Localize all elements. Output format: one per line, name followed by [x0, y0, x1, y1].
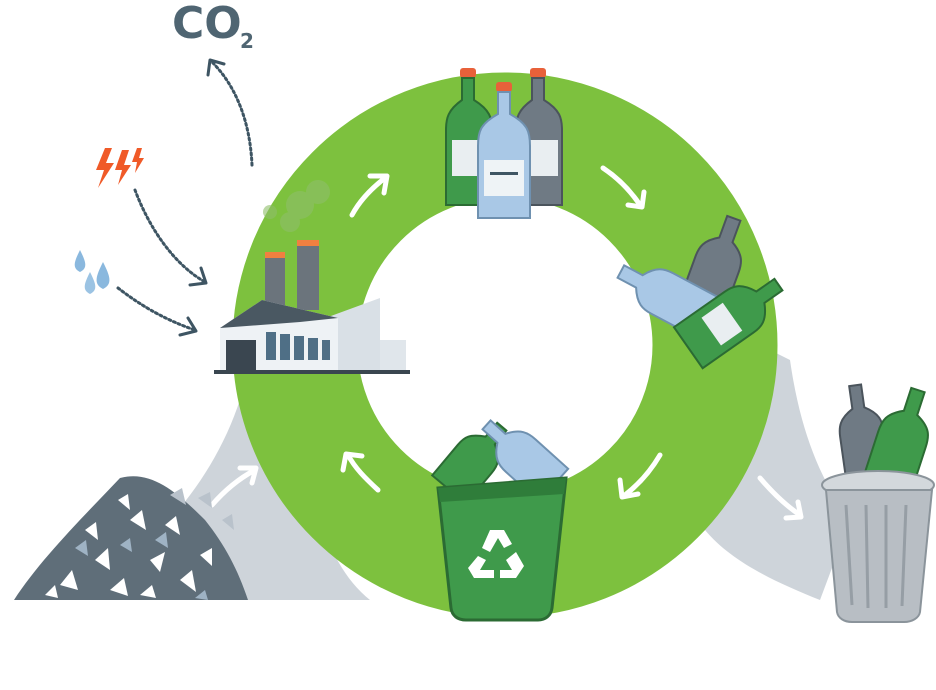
recycle-symbol-icon	[468, 530, 524, 578]
co2-icon: CO 2	[172, 0, 254, 53]
factory-icon	[214, 180, 410, 374]
cycle-arrow-icon	[340, 451, 381, 493]
cycle-arrow-icon	[349, 173, 390, 218]
flow-arrow-icon	[209, 465, 259, 508]
emission-arrow-icon	[206, 58, 254, 167]
trash-can-icon	[821, 383, 935, 623]
water-arrow-icon	[116, 286, 198, 337]
new-bottles-icon	[445, 68, 563, 219]
recycling-bin-icon	[430, 419, 570, 622]
cullet-pile-icon	[14, 476, 248, 600]
co2-subscript: 2	[240, 29, 254, 53]
cycle-arrow-icon	[617, 452, 663, 500]
electricity-icon	[96, 148, 144, 188]
cycle-arrow-icon	[600, 165, 647, 210]
water-drops-icon	[74, 250, 110, 294]
bottle-blue	[477, 82, 531, 219]
energy-arrow-icon	[133, 188, 208, 287]
co2-label: CO	[172, 0, 242, 49]
used-bottles-icon	[616, 214, 784, 370]
bottle-green	[672, 277, 784, 370]
flow-arrow-icon	[757, 475, 804, 521]
